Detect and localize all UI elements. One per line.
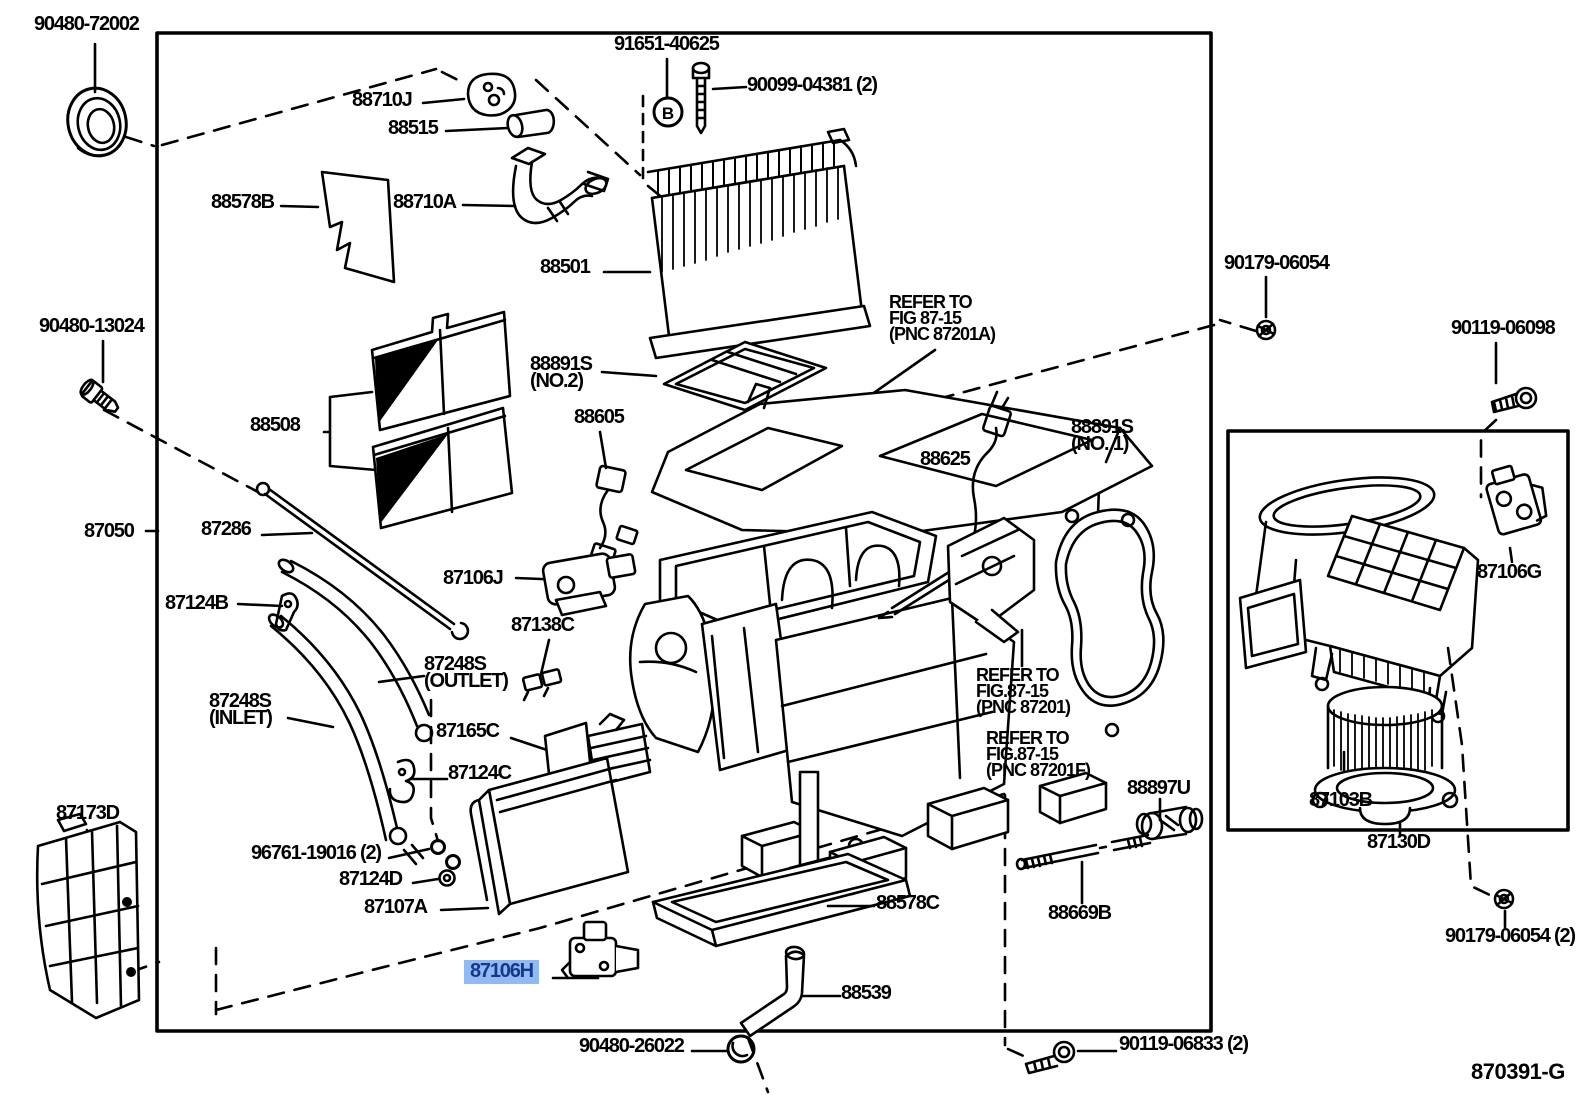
part-label-96761-19016: 96761-19016 (2): [251, 842, 382, 864]
part-label-87286: 87286: [201, 518, 252, 540]
pipes-87248S-drawing: [267, 558, 434, 866]
pipe-88710A-drawing: [510, 146, 610, 225]
part-label-87103B: 87103B: [1309, 789, 1373, 811]
screw-90119-06833-drawing: [1024, 1040, 1076, 1075]
part-label-91651-40625: 91651-40625: [614, 33, 720, 55]
filters-88508-drawing: [370, 310, 514, 530]
part-88515-drawing: [506, 108, 556, 139]
bolt-90099-04381-drawing: [691, 61, 711, 135]
valve-88897U-drawing: [1135, 805, 1204, 841]
packing-88891S-no1-drawing: [1054, 508, 1165, 738]
grommet-90480-26022-drawing: [726, 1034, 756, 1064]
part-label-88578B: 88578B: [211, 191, 275, 213]
heater-core-87107A-drawing: [469, 756, 630, 916]
part-label-87130D: 87130D: [1367, 831, 1431, 853]
figure-code: 870391-G: [1471, 1059, 1565, 1084]
part-label-88625: 88625: [920, 448, 971, 470]
heater-case-body-drawing: [628, 510, 1108, 896]
wire-88605-drawing: [588, 464, 639, 567]
bolt-90119-06098-drawing: [1490, 386, 1538, 414]
part-label-87107A: 87107A: [364, 896, 428, 918]
part-label-88710J: 88710J: [352, 89, 413, 111]
part-label-90119-06098: 90119-06098: [1451, 317, 1556, 339]
nut-90179-06054-bottom-drawing: [1493, 888, 1515, 910]
servo-pnc87201-drawing: [946, 516, 1036, 644]
refer-note-87201A: REFER TO FIG 87-15 (PNC 87201A): [889, 292, 996, 344]
bolt-ref-marker-letter: B: [662, 104, 674, 123]
part-label-88578C: 88578C: [876, 892, 940, 914]
packing-88891S-no2-drawing: [662, 340, 828, 412]
part-label-90099-04381: 90099-04381 (2): [747, 74, 878, 96]
part-label-87165C: 87165C: [436, 720, 500, 742]
tray-88578C-drawing: [651, 852, 912, 948]
part-label-87248S-outlet: 87248S (OUTLET): [424, 653, 509, 692]
blower-unit-drawing: [1238, 476, 1480, 826]
part-88710J-drawing: [466, 72, 517, 117]
part-label-90119-06833: 90119-06833 (2): [1119, 1033, 1249, 1055]
refer-note-87201: REFER TO FIG.87-15 (PNC 87201): [976, 665, 1071, 717]
shield-87173D-drawing: [35, 812, 141, 1020]
part-label-87173D: 87173D: [56, 802, 120, 824]
part-label-90480-13024: 90480-13024: [39, 315, 145, 337]
part-label-88891S-no2: 88891S (NO.2): [530, 353, 593, 392]
part-label-88891S-no1: 88891S (NO. 1): [1071, 416, 1134, 455]
resistor-87106G-drawing: [1485, 464, 1548, 536]
part-label-90480-72002: 90480-72002: [34, 13, 140, 35]
part-label-88605: 88605: [574, 406, 625, 428]
insulator-88578B-drawing: [320, 170, 396, 284]
orings-96761-19016-drawing: [430, 839, 461, 870]
part-label-88897U: 88897U: [1127, 777, 1191, 799]
part-label-88539: 88539: [841, 982, 892, 1004]
evaporator-88501-drawing: [646, 127, 872, 360]
part-label-88710A: 88710A: [393, 191, 457, 213]
part-label-87050: 87050: [84, 520, 135, 542]
servo-87106H-drawing: [560, 920, 640, 980]
part-label-90480-26022: 90480-26022: [579, 1035, 685, 1057]
grommet-87124D-drawing: [438, 869, 456, 887]
clamp-87124B-drawing: [274, 592, 299, 632]
servo-87106J-drawing: [541, 552, 637, 617]
part-label-88669B: 88669B: [1048, 902, 1112, 924]
part-label-88515: 88515: [388, 117, 439, 139]
connector-87138C-drawing: [521, 668, 563, 702]
part-label-88508: 88508: [250, 414, 301, 436]
assembly-border-87130D: [1226, 429, 1570, 832]
part-label-87124D: 87124D: [339, 868, 403, 890]
refer-note-87201F: REFER TO FIG.87-15 (PNC 87201F): [986, 728, 1091, 780]
part-label-90179-06054-2: 90179-06054 (2): [1445, 925, 1576, 947]
part-label-87106J: 87106J: [443, 567, 504, 589]
part-label-87124C: 87124C: [448, 762, 512, 784]
grommet-90480-72002-drawing: [66, 86, 128, 158]
nut-90179-06054-top-drawing: [1255, 319, 1277, 341]
part-label-87106G: 87106G: [1477, 561, 1542, 583]
stud-88669B-drawing: [1015, 833, 1152, 871]
part-label-88501: 88501: [540, 256, 591, 278]
part-label-87124B: 87124B: [165, 592, 229, 614]
bolt-marker-circle-B: [652, 96, 684, 128]
part-label-87248S-inlet: 87248S (INLET): [209, 690, 273, 729]
hose-88539-drawing: [739, 945, 806, 1038]
part-label-90179-06054: 90179-06054: [1224, 252, 1330, 274]
part-label-87138C: 87138C: [511, 614, 575, 636]
dashed-lines: [102, 67, 1498, 1094]
part-label-87106H-highlighted[interactable]: 87106H: [464, 960, 539, 984]
rod-87286-drawing: [255, 481, 470, 641]
clamp-87124C-drawing: [388, 758, 416, 804]
screw-90480-13024-drawing: [79, 378, 120, 413]
